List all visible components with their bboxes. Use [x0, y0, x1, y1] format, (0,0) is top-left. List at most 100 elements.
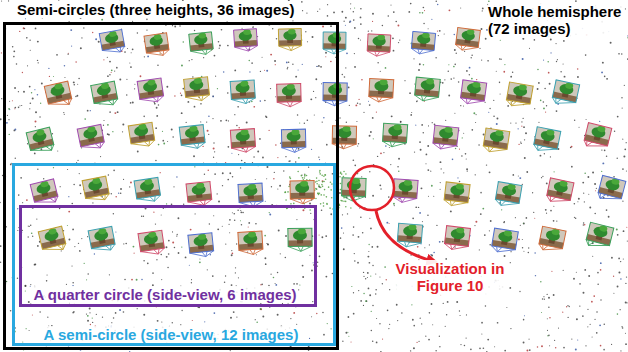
cloud-point	[234, 70, 236, 72]
cloud-point	[270, 88, 271, 89]
cloud-point	[212, 275, 214, 277]
cloud-point	[439, 346, 440, 347]
thumbnail-border	[415, 77, 441, 97]
cloud-point	[370, 276, 371, 277]
cloud-point	[571, 166, 573, 168]
cloud-point	[61, 250, 62, 251]
cloud-point	[32, 315, 33, 316]
cloud-point	[398, 158, 400, 160]
cloud-point	[541, 312, 542, 313]
cloud-point	[524, 157, 526, 159]
cloud-point	[385, 67, 387, 69]
cloud-point	[8, 119, 9, 120]
cloud-point	[576, 272, 577, 273]
cloud-point	[288, 161, 290, 163]
cloud-point	[143, 314, 145, 316]
cloud-point	[236, 243, 237, 244]
cloud-point	[428, 28, 429, 29]
cloud-point	[325, 174, 327, 176]
cloud-point	[586, 119, 587, 120]
cloud-point	[592, 171, 594, 173]
cloud-point	[574, 120, 575, 121]
cloud-point	[357, 103, 358, 104]
cloud-point	[143, 216, 144, 217]
cloud-point	[373, 138, 374, 139]
cloud-point	[604, 76, 606, 78]
cloud-point	[482, 10, 483, 11]
cloud-point	[585, 54, 587, 56]
cloud-point	[34, 264, 36, 266]
cloud-point	[162, 131, 163, 132]
cloud-point	[534, 252, 535, 253]
cloud-point	[480, 213, 482, 215]
cloud-point	[390, 164, 391, 165]
thumbnail-border	[456, 28, 481, 48]
cloud-point	[345, 67, 346, 68]
cloud-point	[181, 310, 182, 311]
cloud-point	[48, 68, 49, 69]
cloud-point	[297, 171, 299, 173]
cloud-point	[486, 164, 487, 165]
thumbnail-wall	[184, 77, 210, 97]
cloud-point	[518, 144, 519, 145]
cloud-point	[192, 320, 193, 321]
cloud-point	[217, 88, 218, 89]
thumbnail-border	[323, 32, 346, 49]
cloud-point	[270, 274, 271, 275]
cloud-point	[241, 160, 243, 162]
cloud-point	[627, 58, 628, 60]
cloud-point	[325, 235, 327, 237]
cloud-point	[354, 253, 355, 254]
cloud-point	[166, 256, 168, 258]
cloud-point	[376, 342, 378, 344]
cloud-point	[471, 129, 473, 131]
cloud-point	[409, 92, 411, 94]
cloud-point	[442, 82, 444, 84]
cloud-point	[293, 203, 295, 205]
cloud-point	[6, 281, 7, 282]
cloud-point	[77, 84, 78, 85]
cloud-point	[544, 88, 546, 90]
cloud-point	[265, 115, 267, 117]
cloud-point	[219, 47, 220, 48]
cloud-point	[462, 137, 463, 138]
cloud-point	[358, 38, 360, 40]
cloud-point	[20, 177, 22, 179]
cloud-point	[317, 11, 318, 12]
cloud-point	[8, 134, 9, 135]
cloud-point	[63, 112, 64, 113]
cloud-point	[416, 342, 417, 343]
cloud-point	[83, 27, 84, 28]
cloud-point	[620, 278, 622, 280]
cloud-point	[327, 15, 329, 17]
cloud-point	[299, 284, 300, 285]
cloud-point	[40, 103, 41, 104]
cloud-point	[584, 172, 586, 174]
cloud-point	[209, 223, 210, 224]
cloud-point	[191, 59, 192, 60]
cloud-point	[577, 201, 578, 202]
cloud-point	[228, 120, 229, 121]
cloud-point	[389, 289, 390, 290]
cloud-point	[339, 192, 341, 194]
cloud-point	[349, 21, 350, 22]
cloud-point	[387, 309, 389, 311]
cloud-point	[316, 177, 318, 179]
cloud-point	[529, 349, 531, 351]
cloud-point	[218, 41, 220, 43]
cloud-point	[595, 190, 596, 191]
cloud-point	[182, 88, 184, 90]
frustum-lines	[189, 32, 214, 56]
cloud-point	[365, 278, 366, 279]
cloud-point	[179, 25, 180, 26]
cloud-point	[157, 65, 159, 67]
cloud-point	[111, 322, 112, 323]
cloud-point	[327, 323, 328, 324]
cloud-point	[15, 158, 16, 159]
cloud-point	[57, 150, 58, 151]
cloud-point	[427, 145, 429, 147]
cloud-point	[575, 217, 577, 219]
cloud-point	[275, 283, 276, 284]
cloud-point	[53, 76, 54, 77]
cloud-point	[308, 166, 309, 167]
